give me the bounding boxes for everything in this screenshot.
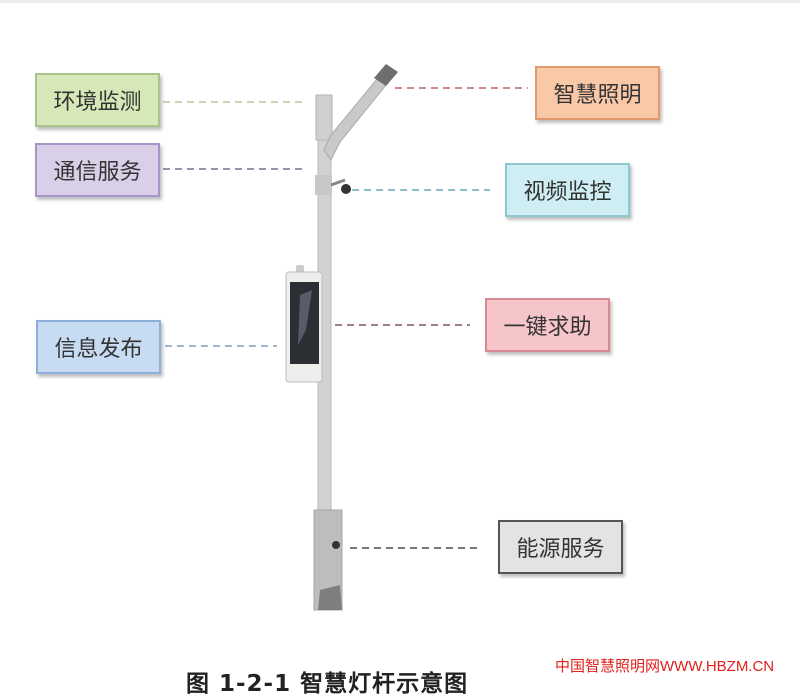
top-divider <box>0 0 800 3</box>
label-energy-service: 能源服务 <box>498 520 623 574</box>
label-video-surveillance: 视频监控 <box>505 163 630 217</box>
label-one-key-help: 一键求助 <box>485 298 610 352</box>
light-pole <box>285 64 398 611</box>
label-comm-service: 通信服务 <box>35 143 160 197</box>
figure-caption: 图 1-2-1 智慧灯杆示意图 <box>186 671 469 697</box>
camera-icon <box>341 184 351 194</box>
label-info-publish: 信息发布 <box>36 320 161 374</box>
label-env-monitor: 环境监测 <box>35 73 160 127</box>
watermark: 中国智慧照明网WWW.HBZM.CN <box>555 658 775 675</box>
label-smart-lighting: 智慧照明 <box>535 66 660 120</box>
